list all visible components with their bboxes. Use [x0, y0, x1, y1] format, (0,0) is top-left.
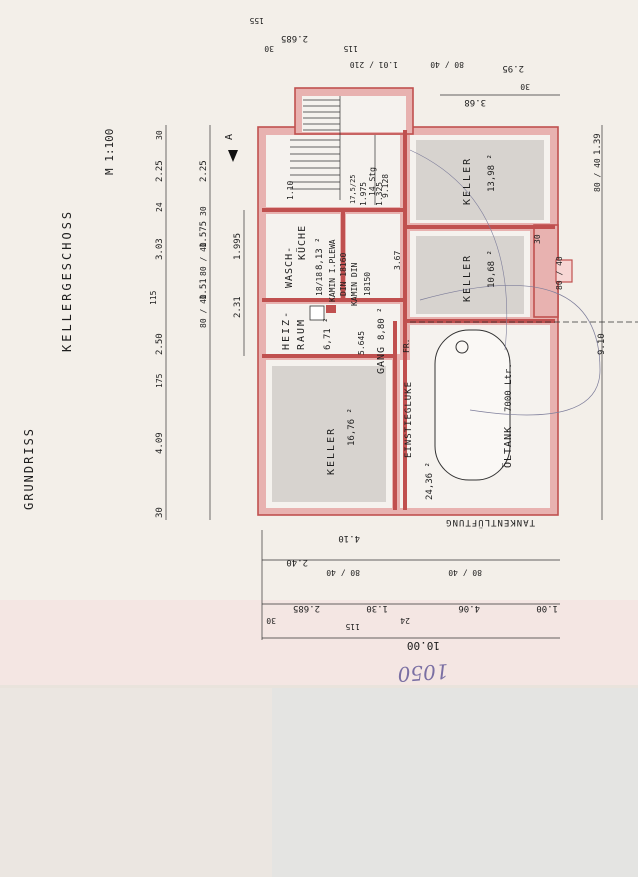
kamin-plewa-1: KAMIN I.PLEWA: [328, 239, 337, 302]
dim-bottom2-2: 1.30: [366, 603, 388, 613]
lower-left-page: [0, 688, 272, 877]
sketch-arc-2: [409, 149, 508, 351]
dim-top-5: 1.01 / 210: [350, 60, 398, 69]
tank-ventilation: TANKENTLÜFTUNG: [445, 517, 535, 528]
dim-right-2: 1.39: [593, 133, 603, 155]
room-keller-left: KELLER: [326, 427, 337, 475]
paper-tint: [0, 600, 638, 685]
dim-bottom2-7: 115: [345, 622, 360, 631]
dim-right-4: 80 / 40: [555, 256, 564, 290]
room-keller-mid: KELLER: [462, 254, 473, 302]
dim-bottom2-4: 1.00: [536, 603, 558, 613]
dim-top-9: 3.68: [464, 97, 486, 107]
misc-3: 1.325: [375, 182, 384, 206]
dim-top-1: 155: [249, 16, 264, 25]
room-heiz-1: HEIZ-: [281, 310, 292, 350]
dim-left-3: 175: [155, 373, 164, 388]
dim-bottom-4: 80 / 40: [448, 568, 482, 577]
room-oeltank-volume: 7000 Ltr.: [504, 363, 514, 412]
dim-right-3: 9.10: [597, 333, 607, 355]
chimney-box: [309, 305, 325, 321]
dim-left-8: 2.25: [155, 160, 165, 182]
stair-treads: [290, 96, 376, 205]
dim-bottom2-3: 4.06: [458, 603, 480, 613]
dim-bottom-3: 80 / 40: [326, 568, 360, 577]
dimension-lines: [165, 94, 638, 640]
dim-left-1: 30: [155, 507, 165, 518]
room-oeltank: ÖLTANK: [501, 426, 514, 468]
room-heiz-2: RAUM: [296, 318, 307, 350]
room-keller-right: KELLER: [462, 157, 473, 205]
room-wasch-1: WASCH-: [284, 246, 295, 288]
dim-left-5: 115: [149, 290, 158, 305]
dim-bottom-1: 4.10: [338, 533, 360, 543]
dim-top-7: 2.95: [502, 63, 524, 73]
dim-left2-4: 1.575: [199, 221, 209, 248]
handwritten-note: 1050: [397, 659, 450, 685]
stair-size: 17,5/25: [349, 174, 357, 204]
kamin-plewa-2: DIN 18160: [339, 252, 348, 296]
dim-inner-2: 1.995: [233, 233, 243, 260]
room-fr: FR.: [402, 339, 411, 353]
dim-left2-2: 1.51: [199, 278, 209, 300]
title-grundriss: GRUNDRISS: [22, 427, 36, 510]
dim-top-3: 30: [264, 44, 274, 53]
kamin-din-2: 18150: [363, 272, 372, 296]
sketch-arc: [419, 284, 601, 416]
dim-bottom2-6: 30: [266, 616, 276, 625]
floor-plan-drawing: GRUNDRISS KELLERGESCHOSS M 1:100 A 30 4.…: [0, 16, 638, 685]
room-keller-right-area: 13,98 ²: [487, 154, 497, 192]
stair-rise: 9.128: [381, 174, 390, 198]
rooms: [266, 96, 550, 508]
lower-right-page: [272, 688, 638, 877]
dim-bottom2-1: 2.685: [293, 603, 320, 613]
dim-left-6: 3.03: [155, 238, 165, 260]
section-arrow: [228, 150, 238, 162]
section-label: A: [224, 134, 235, 140]
room-heiz-size: 18/18: [315, 272, 324, 296]
misc-1: 1.10: [286, 181, 295, 200]
dim-top-4: 115: [343, 44, 358, 53]
room-wasch-area: 8,13 ²: [315, 237, 325, 270]
dim-left2-3: 80 / 40: [199, 242, 208, 276]
room-gang-area: 8,80 ²: [377, 307, 387, 340]
dim-left-7: 24: [155, 202, 164, 212]
misc-2: 1.975: [359, 182, 368, 206]
room-gang: GANG: [376, 346, 387, 374]
stair-steps: 14 Stg: [368, 167, 377, 196]
dim-left2-1: 80 / 40: [199, 294, 208, 328]
room-keller-left-area: 16,76 ²: [347, 408, 357, 446]
dim-total: 10.00: [407, 639, 440, 652]
dim-top-2: 2.685: [281, 33, 308, 43]
dim-right-1: 80 / 40: [593, 158, 602, 192]
room-einstieg: EINSTIEGLUKE: [404, 381, 414, 458]
dim-inner-1: 2.31: [233, 296, 243, 318]
dim-top-8: 30: [520, 82, 530, 91]
dim-left-2: 4.09: [155, 432, 165, 454]
kamin-din-1: KAMIN DIN: [350, 262, 359, 306]
dim-right-5: 30: [533, 234, 542, 244]
dim-top-6: 80 / 40: [430, 60, 464, 69]
dim-left-9: 30: [155, 130, 164, 140]
dim-bottom2-5: 24: [400, 616, 410, 625]
room-einstieg-area: 24,36 ²: [425, 462, 435, 500]
title-geschoss: KELLERGESCHOSS: [60, 209, 74, 352]
oil-tank: [434, 329, 511, 481]
room-wasch-2: KÜCHE: [295, 225, 308, 260]
plan-sheet: GRUNDRISS KELLERGESCHOSS M 1:100 A 30 4.…: [0, 0, 638, 685]
dim-left-4: 2.50: [155, 333, 165, 355]
dim-left2-6: 2.25: [199, 160, 209, 182]
dim-inner-4: 3.67: [393, 251, 402, 270]
dim-inner-3: 5.645: [357, 331, 366, 355]
room-heiz-area: 6,71 ²: [323, 317, 333, 350]
scale-label: M 1:100: [103, 129, 116, 175]
dim-left2-5: 30: [199, 206, 208, 216]
dim-bottom-2: 2.40: [286, 557, 308, 567]
inner-walls: [262, 130, 555, 510]
window-well: [555, 259, 573, 283]
room-keller-mid-area: 10,68 ²: [487, 250, 497, 288]
chimney-box-2: [326, 305, 336, 313]
